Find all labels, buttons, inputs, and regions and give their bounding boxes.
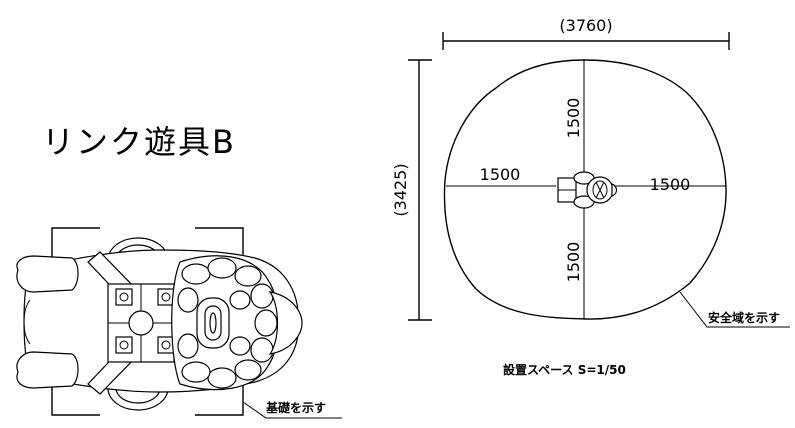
overall-width-label: (3760)	[559, 16, 612, 35]
overall-width-dimension: (3760)	[442, 16, 730, 50]
dimension-top: 1500	[564, 98, 583, 139]
scale-caption: 設置スペース S=1/50	[503, 362, 626, 377]
foundation-outline	[51, 227, 244, 416]
equipment-title: リンク遊具B	[42, 123, 236, 161]
equipment-symbol-small	[557, 171, 618, 209]
dimension-bottom: 1500	[564, 242, 583, 283]
dimension-right: 1500	[650, 175, 691, 194]
equipment-plan-detail	[16, 227, 303, 416]
foundation-label: 基礎を示す	[265, 400, 326, 415]
dimension-left: 1500	[480, 165, 521, 184]
safety-zone-outline	[443, 59, 727, 320]
overall-depth-label: (3425)	[391, 163, 410, 216]
safety-zone-label: 安全域を示す	[708, 310, 780, 325]
overall-depth-dimension: (3425)	[391, 59, 432, 321]
